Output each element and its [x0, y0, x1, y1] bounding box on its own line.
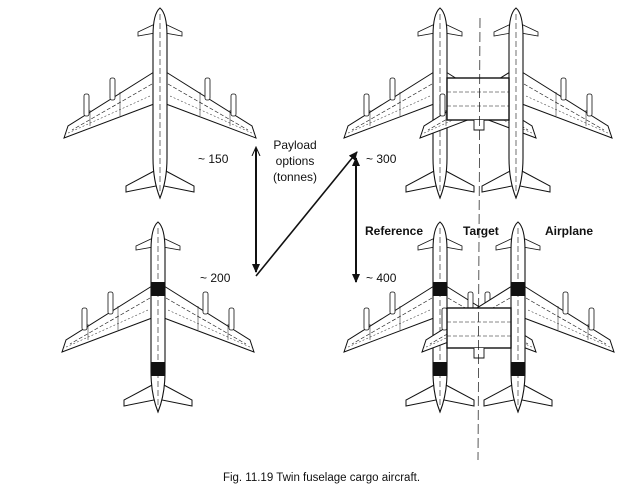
- payload-title-line-1: Payload: [273, 138, 317, 152]
- payload-400-label: ~ 400: [366, 271, 397, 285]
- airplane-200-stretched: [61, 221, 255, 413]
- payload-title-line-2: options: [275, 154, 315, 168]
- payload-200-label: ~ 200: [200, 271, 231, 285]
- header-target: Target: [463, 224, 499, 238]
- arrow-200-300: [255, 151, 358, 277]
- header-reference: Reference: [365, 224, 424, 238]
- payload-150-label: ~ 150: [198, 152, 229, 166]
- figure-caption: Fig. 11.19 Twin fuselage cargo aircraft.: [222, 472, 421, 484]
- payload-300-label: ~ 300: [366, 152, 397, 166]
- payload-title-line-3: (tonnes): [272, 170, 318, 184]
- header-airplane: Airplane: [545, 224, 594, 238]
- airplane-150: [63, 7, 257, 199]
- payload-options-label: Payload options (tonnes): [262, 137, 328, 185]
- twin-centerline: [477, 17, 481, 461]
- twin-fuselage-400: [343, 221, 615, 413]
- twin-fuselage-300: [343, 7, 613, 199]
